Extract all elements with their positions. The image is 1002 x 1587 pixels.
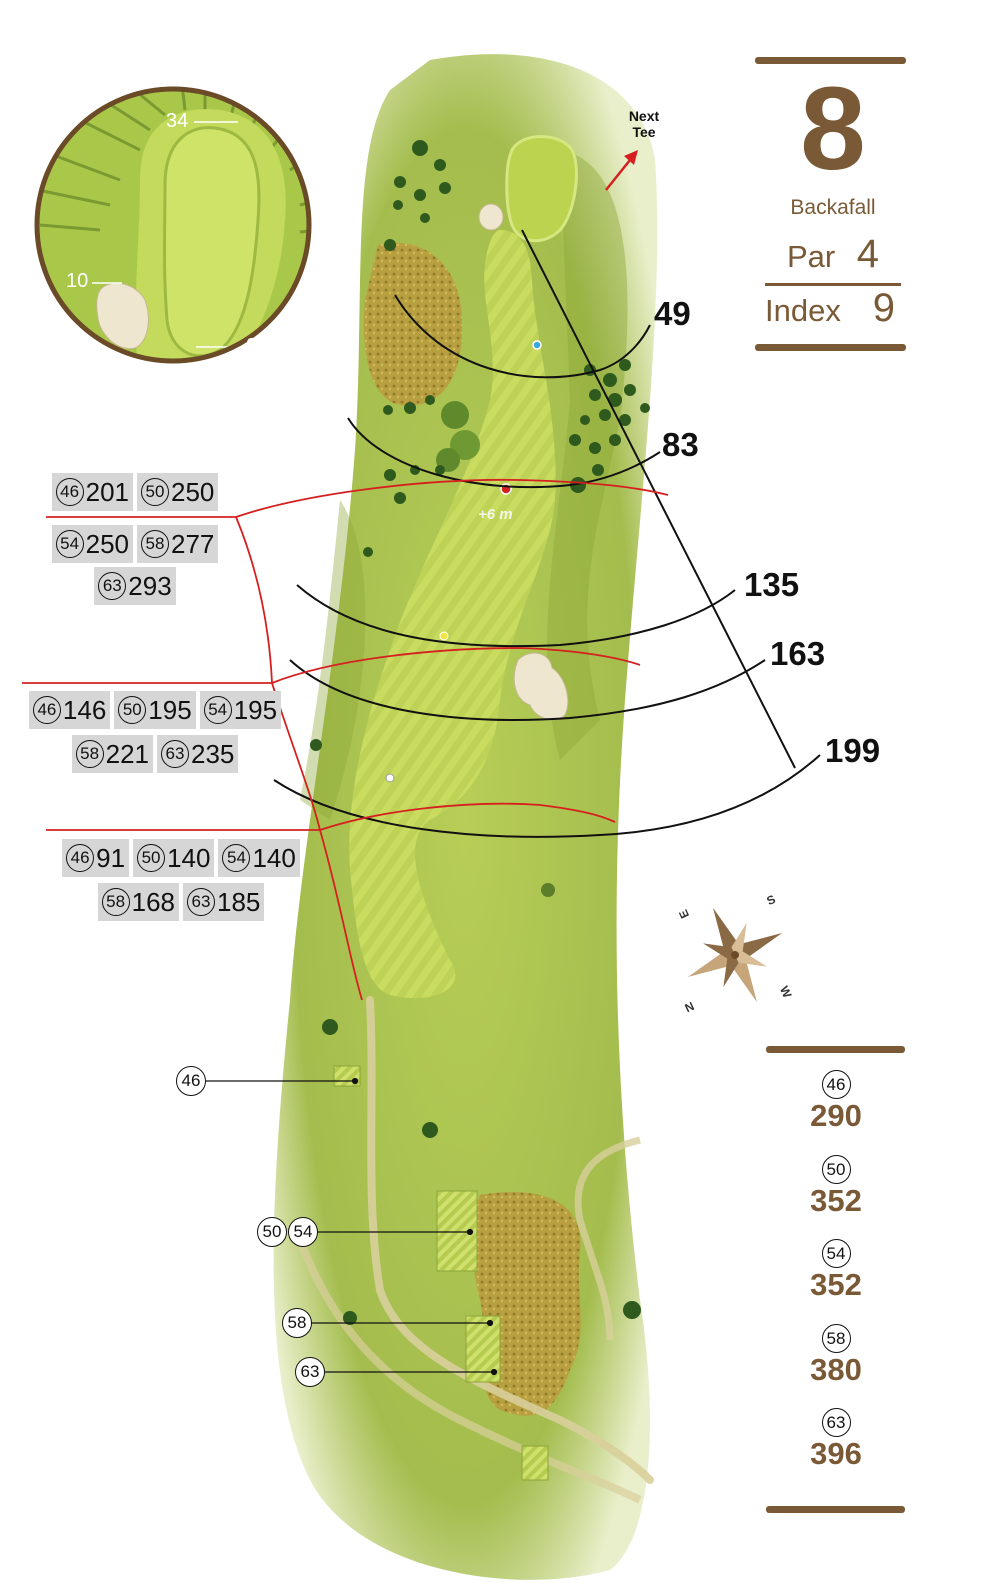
marker-blue <box>532 340 542 350</box>
tee-badge: 46 <box>821 1070 851 1099</box>
marker-white <box>385 773 395 783</box>
index-label: Index <box>765 293 841 328</box>
hole-name: Backafall <box>790 196 876 219</box>
tee-badge: 58 <box>821 1323 851 1353</box>
info-bottom-rule <box>755 344 906 351</box>
next-tee-label: Next Tee <box>628 108 660 141</box>
tee-callout-46: 46 <box>176 1066 206 1096</box>
tee-badge: 54 <box>821 1239 851 1268</box>
par-value: 4 <box>856 232 879 276</box>
tee-entry: 63 396 <box>770 1408 902 1493</box>
info-divider <box>765 283 901 286</box>
distance-arcs <box>273 294 821 838</box>
green-depth-label-34: 34 <box>166 110 189 132</box>
tee-callout-58: 58 <box>282 1308 312 1338</box>
tee-length: 352 <box>810 1182 862 1218</box>
tee-callout-lines <box>206 1077 498 1376</box>
trees <box>310 140 650 1325</box>
par-label: Par <box>787 239 836 274</box>
tees-bottom-rule <box>766 1506 905 1513</box>
arc-label-4: 163 <box>770 635 826 672</box>
compass-rose <box>687 907 783 1003</box>
tee-callout-50-54: 50 54 <box>257 1217 318 1247</box>
marker-yellow <box>439 631 449 641</box>
elevation-label: +6 m <box>478 506 513 523</box>
tees-top-rule <box>766 1046 905 1053</box>
tee-entry: 58 380 <box>770 1323 902 1409</box>
tee-length: 396 <box>810 1436 862 1471</box>
arc-label-1: 49 <box>654 295 691 332</box>
info-top-rule <box>755 57 906 64</box>
index-value: 9 <box>872 286 895 330</box>
green <box>505 135 578 243</box>
tee-length: 352 <box>810 1267 862 1302</box>
green-depth-label-10: 10 <box>66 270 89 292</box>
tee-length: 380 <box>810 1351 862 1387</box>
tee-badge: 63 <box>821 1408 851 1437</box>
arc-label-3: 135 <box>744 566 800 603</box>
tee-length-list: 46 290 50 352 54 352 58 380 63 396 <box>770 1070 902 1493</box>
tee-entry: 50 352 <box>770 1154 902 1240</box>
hole-number: 8 <box>800 63 866 195</box>
tee-length: 290 <box>810 1098 862 1133</box>
tee-entry: 54 352 <box>770 1239 902 1324</box>
arc-label-2: 83 <box>662 426 699 463</box>
fairway-bunker <box>513 652 569 721</box>
arc-label-5: 199 <box>825 732 881 769</box>
fairway <box>349 230 556 999</box>
tee-entry: 46 290 <box>770 1070 902 1155</box>
index-row: Index 9 <box>765 286 901 331</box>
green-depth-label-0: 0 <box>246 335 258 357</box>
green-bunker <box>478 203 504 231</box>
par-row: Par 4 <box>765 232 901 277</box>
tee-callout-63: 63 <box>295 1357 325 1387</box>
layup-lines <box>22 478 669 1001</box>
tee-badge: 50 <box>821 1154 851 1184</box>
heather-patch-top <box>363 242 463 406</box>
